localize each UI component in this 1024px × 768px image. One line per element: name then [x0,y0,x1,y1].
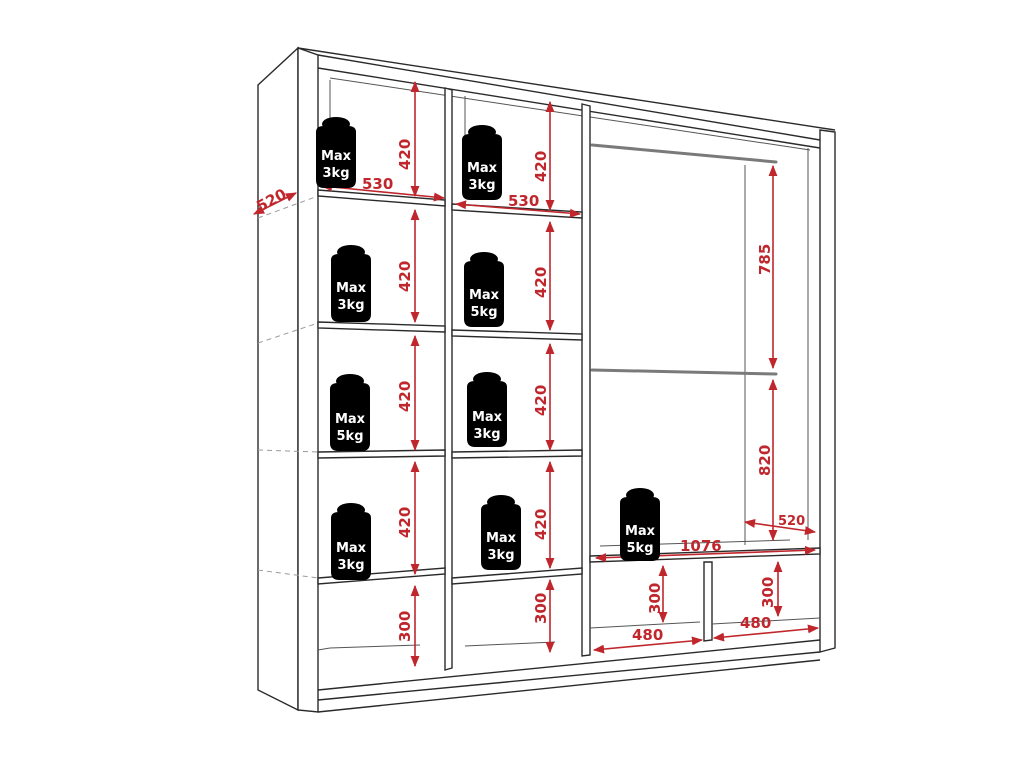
svg-text:Max: Max [469,288,500,303]
weight-icon: Max 5kg [464,252,504,327]
shelf-width-left-label: 530 [362,175,393,193]
svg-text:Max: Max [336,281,367,296]
dimension-lines [252,80,820,668]
weight-icons: Max 3kg Max 3kg Max 5kg Max 3kg Max 3kg [316,117,660,580]
left-height-label-1: 420 [396,139,414,170]
weight-icon: Max 3kg [462,125,502,200]
svg-text:3kg: 3kg [474,427,501,442]
shelf-width-mid-label: 530 [508,192,539,210]
hanging-section [589,143,821,642]
right-post [819,129,836,653]
front-left-post [297,47,319,713]
mid-bottom-height-label: 300 [532,593,550,624]
svg-text:3kg: 3kg [469,178,496,193]
left-bottom-height-label: 300 [396,611,414,642]
mid-height-label-4: 420 [532,509,550,540]
left-height-label-3: 420 [396,381,414,412]
weight-icon: Max 3kg [467,372,507,447]
left-height-label-2: 420 [396,261,414,292]
upper-hanging-rail [590,143,778,164]
svg-text:Max: Max [321,149,352,164]
weight-icon: Max 5kg [620,488,660,561]
lower-hanging-rail [590,368,778,376]
upper-hang-label: 785 [756,244,774,275]
weight-icon: Max 3kg [481,495,521,570]
weight-icon: Max 3kg [316,117,356,188]
svg-text:3kg: 3kg [338,558,365,573]
svg-text:3kg: 3kg [323,166,350,181]
weight-icon: Max 3kg [331,245,371,322]
mid-height-label-3: 420 [532,385,550,416]
svg-text:5kg: 5kg [627,541,654,556]
svg-text:5kg: 5kg [337,429,364,444]
drawer-width-label-2: 480 [740,614,771,632]
svg-text:Max: Max [335,412,366,427]
weight-icon: Max 3kg [331,503,371,580]
svg-text:Max: Max [467,161,498,176]
right-depth-label: 520 [778,514,805,529]
drawer-height-label-1: 300 [646,583,664,614]
svg-text:5kg: 5kg [471,305,498,320]
svg-text:Max: Max [486,531,517,546]
mid-height-label-2: 420 [532,267,550,298]
left-side-panel [257,46,299,712]
drawer-width-label-1: 480 [632,626,663,644]
svg-text:Max: Max [472,410,503,425]
svg-text:3kg: 3kg [338,298,365,313]
weight-icon: Max 5kg [330,374,370,451]
dimension-labels: 520 530 530 420 420 420 420 300 420 420 … [253,139,805,644]
svg-text:3kg: 3kg [488,548,515,563]
drawer-height-label-2: 300 [759,577,777,608]
left-height-label-4: 420 [396,507,414,538]
mid-height-label-1: 420 [532,151,550,182]
wide-shelf-label: 1076 [680,537,722,555]
lower-hang-label: 820 [756,445,774,476]
svg-text:Max: Max [336,541,367,556]
svg-text:Max: Max [625,524,656,539]
